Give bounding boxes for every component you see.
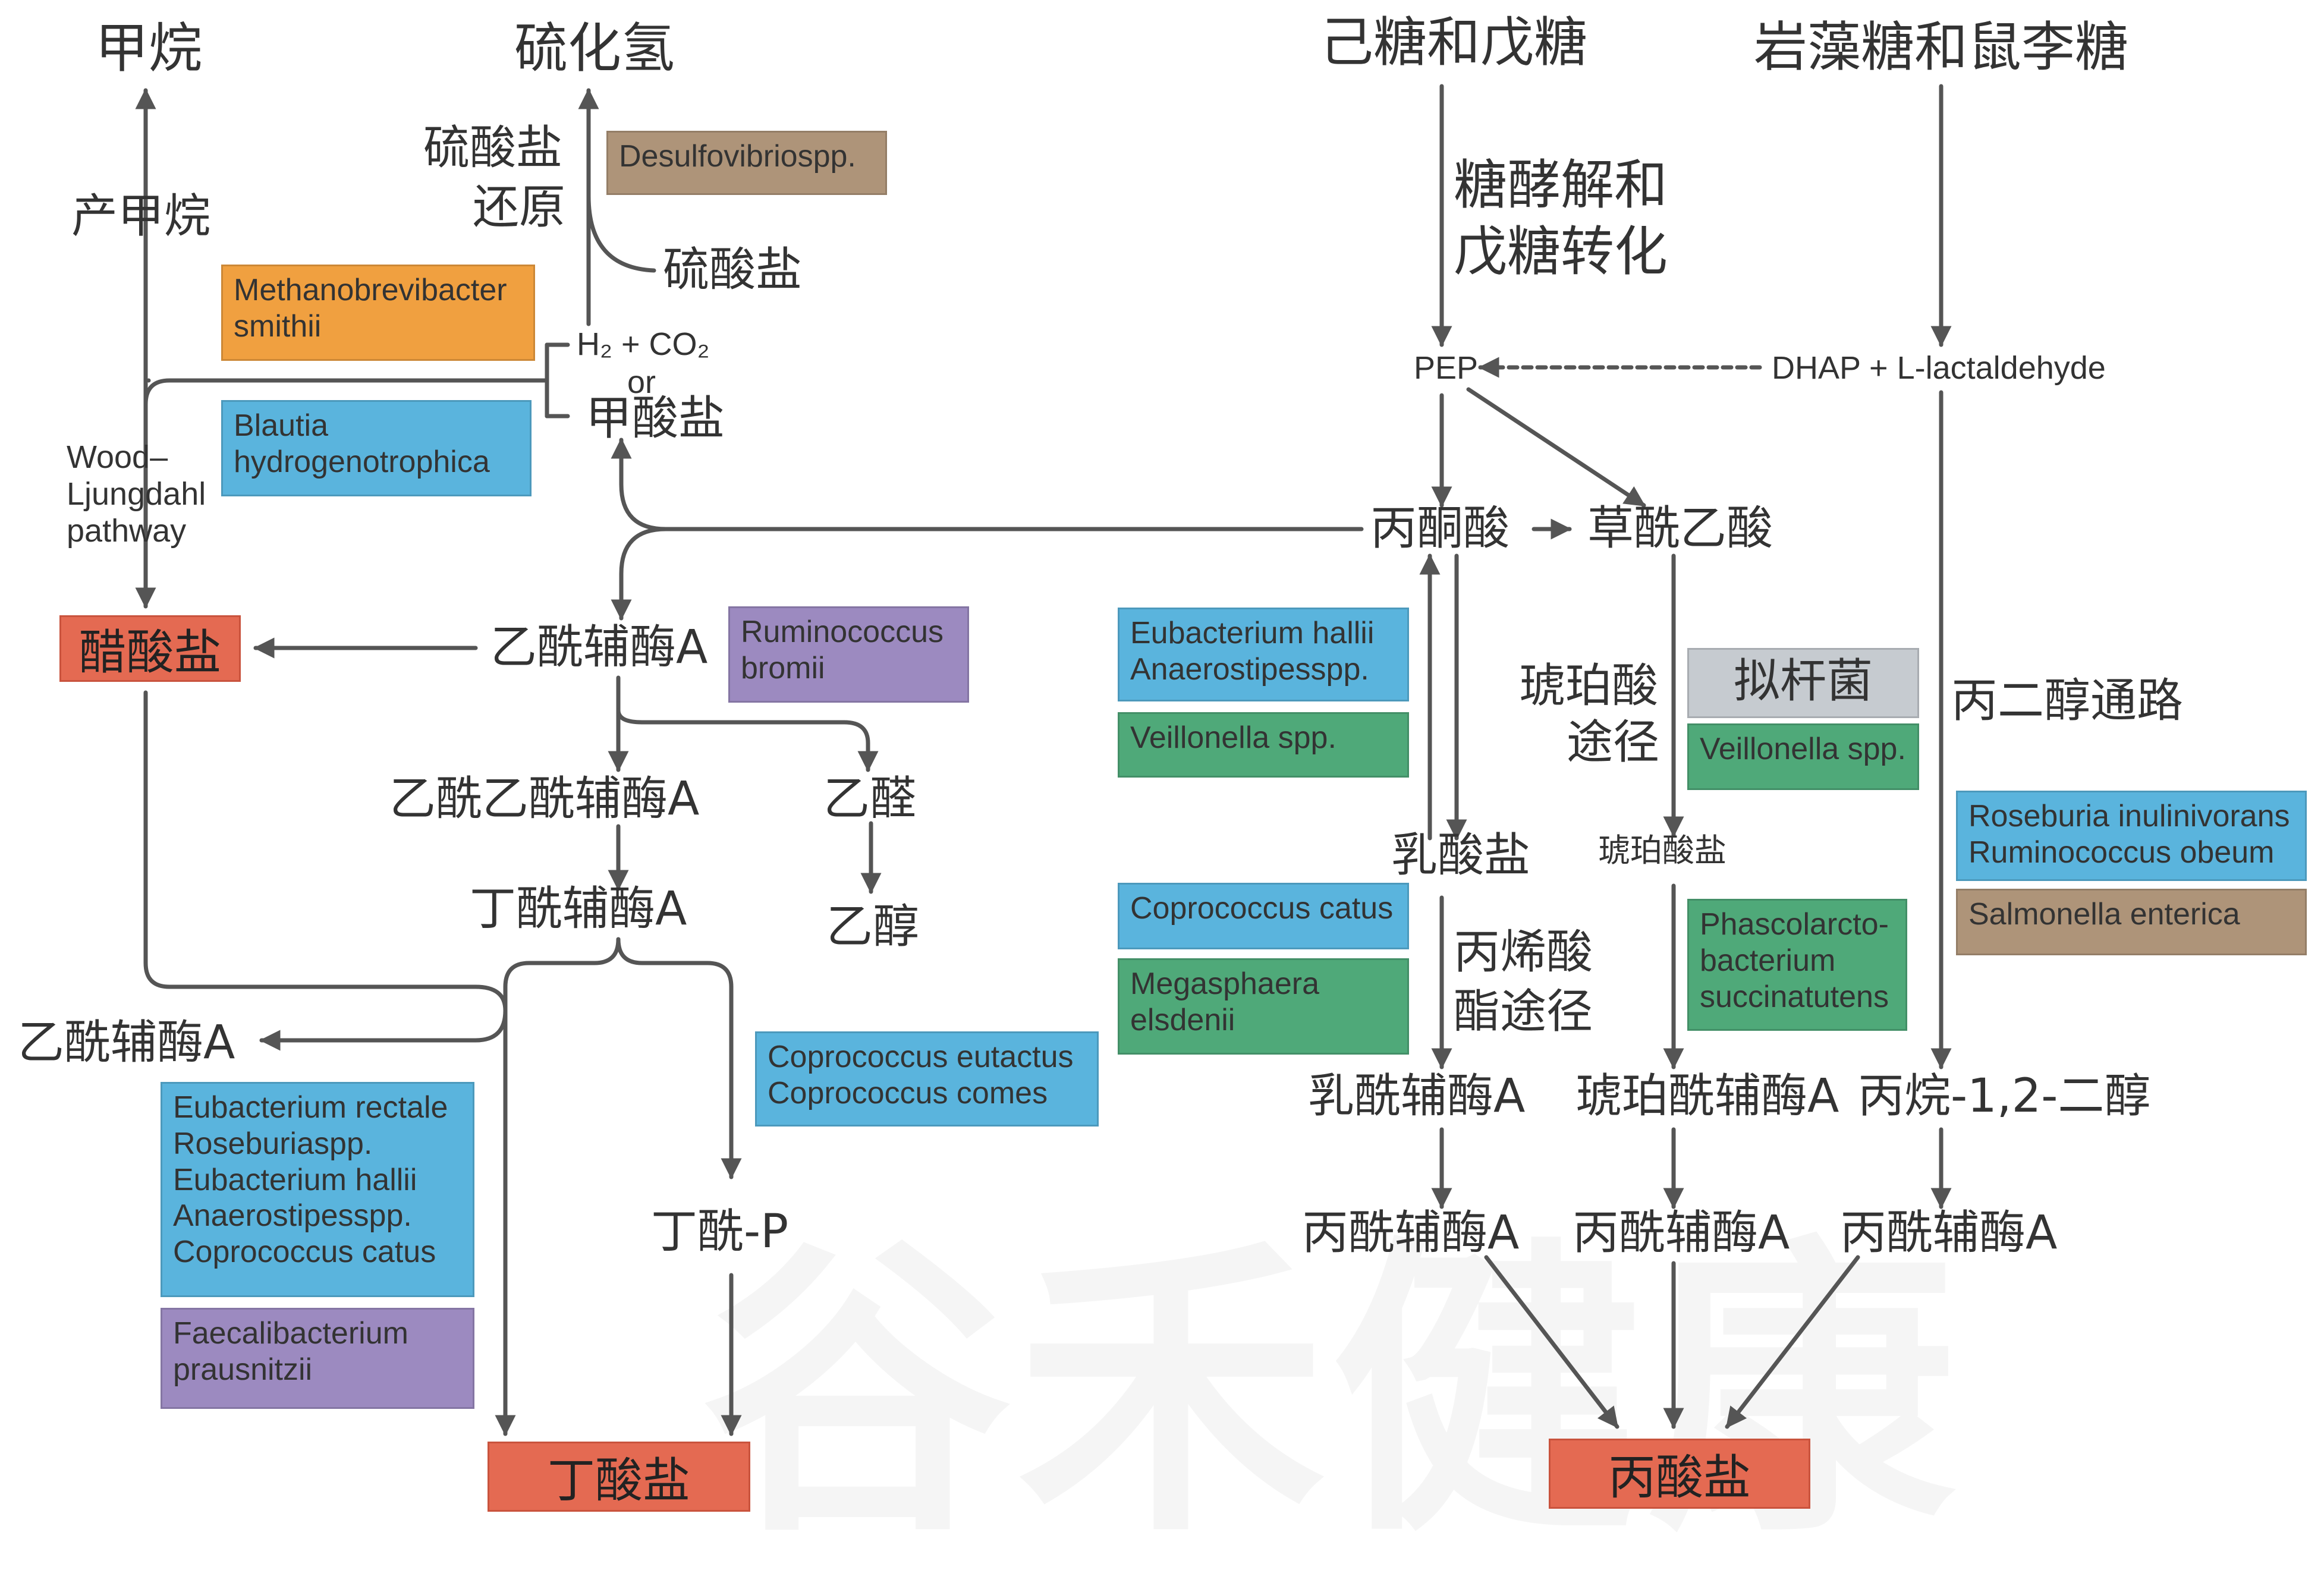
- lactoyl-coa-label: 乳酰辅酶A: [1308, 1069, 1526, 1123]
- propanediol-path-label: 丙二醇通路: [1951, 674, 2184, 728]
- sulfate-reduction-label-2: 还原: [473, 181, 566, 234]
- h2-co2-label: H₂ + CO₂: [577, 326, 710, 362]
- butyryl-p-label: 丁酰-P: [651, 1205, 789, 1258]
- roseburia-inulinivorans-box: Roseburia inulinivorans Ruminococcus obe…: [1956, 791, 2307, 881]
- veillonella-box-2: Veillonella spp.: [1687, 723, 1919, 790]
- glycolysis-label-1: 糖酵解和: [1454, 154, 1668, 216]
- succinate-label: 琥珀酸盐: [1598, 832, 1727, 869]
- pathway-arrows: [135, 84, 1952, 1436]
- faecalibacterium-box: Faecalibacterium prausnitzii: [161, 1308, 474, 1409]
- watermark: 谷禾健康: [702, 1213, 1962, 1573]
- blautia-box: Blautia hydrogenotrophica: [221, 400, 532, 496]
- dhap-label: DHAP + L-lactaldehyde: [1772, 350, 2106, 386]
- wood-label-3: pathway: [67, 513, 187, 549]
- sulfate-label: 硫酸盐: [663, 243, 803, 297]
- or-label: or: [627, 364, 656, 400]
- butyrate-end-product: 丁酸盐: [488, 1442, 750, 1512]
- veillonella-box-1: Veillonella spp.: [1118, 712, 1409, 778]
- succinyl-coa-label: 琥珀酰辅酶A: [1575, 1069, 1839, 1123]
- butyrate-producers-box: Eubacterium rectale Roseburiaspp. Eubact…: [161, 1082, 474, 1297]
- wood-label-2: Ljungdahl: [67, 476, 206, 512]
- acetate-end-product: 醋酸盐: [59, 615, 241, 682]
- bacteroidetes-box: 拟杆菌: [1687, 648, 1919, 718]
- acrylate-label-2: 酯途径: [1454, 985, 1593, 1039]
- rhamnose-label: 岩藻糖和鼠李糖: [1754, 16, 2128, 78]
- acetaldehyde-label: 乙醛: [823, 772, 917, 826]
- methanogenesis-label: 产甲烷: [71, 190, 211, 243]
- pyruvate-label: 丙酮酸: [1370, 502, 1510, 555]
- coprococcus-catus-box: Coprococcus catus: [1118, 883, 1409, 949]
- propionyl-coa-label-2: 丙酰辅酶A: [1573, 1206, 1790, 1260]
- succinate-path-label-2: 途径: [1567, 716, 1660, 769]
- lactate-label: 乳酸盐: [1391, 829, 1531, 882]
- hexose-label: 己糖和戊糖: [1320, 11, 1587, 74]
- salmonella-box: Salmonella enterica: [1956, 889, 2307, 955]
- desulfovibrio-box: Desulfovibriospp.: [606, 131, 887, 195]
- glycolysis-label-2: 戊糖转化: [1454, 221, 1668, 283]
- eubacterium-hallii-box: Eubacterium hallii Anaerostipesspp.: [1118, 608, 1409, 701]
- propionyl-coa-label-3: 丙酰辅酶A: [1840, 1206, 2058, 1260]
- propionate-end-product: 丙酸盐: [1549, 1439, 1810, 1509]
- ruminococcus-bromii-box: Ruminococcus bromii: [728, 606, 969, 703]
- propanediol-label: 丙烷-1,2-二醇: [1858, 1069, 2151, 1123]
- megasphaera-box: Megasphaera elsdenii: [1118, 958, 1409, 1055]
- h2s-label: 硫化氢: [514, 17, 675, 80]
- wood-label-1: Wood–: [67, 439, 168, 475]
- butyryl-coa-label: 丁酰辅酶A: [470, 882, 687, 936]
- succinate-path-label-1: 琥珀酸: [1519, 659, 1659, 713]
- sulfate-reduction-label-1: 硫酸盐: [423, 121, 563, 175]
- acetyl-coa-label: 乙酰辅酶A: [490, 621, 708, 674]
- acetyl-coa-label-2: 乙酰辅酶A: [18, 1016, 235, 1069]
- methane-label: 甲烷: [95, 17, 202, 80]
- phascolarctobacterium-box: Phascolarcto- bacterium succinatutens: [1687, 899, 1907, 1031]
- oxaloacetate-label: 草酰乙酸: [1587, 502, 1773, 555]
- propionyl-coa-label-1: 丙酰辅酶A: [1302, 1206, 1520, 1260]
- ethanol-label: 乙醇: [826, 900, 920, 954]
- methanobrevibacter-box: Methanobrevibacter smithii: [221, 265, 535, 361]
- acetoacetyl-coa-label: 乙酰乙酰辅酶A: [389, 772, 700, 826]
- coprococcus-eutactus-box: Coprococcus eutactus Coprococcus comes: [755, 1031, 1099, 1127]
- pep-label: PEP: [1414, 350, 1479, 386]
- acrylate-label-1: 丙烯酸: [1454, 926, 1593, 979]
- formate-label: 甲酸盐: [586, 392, 725, 445]
